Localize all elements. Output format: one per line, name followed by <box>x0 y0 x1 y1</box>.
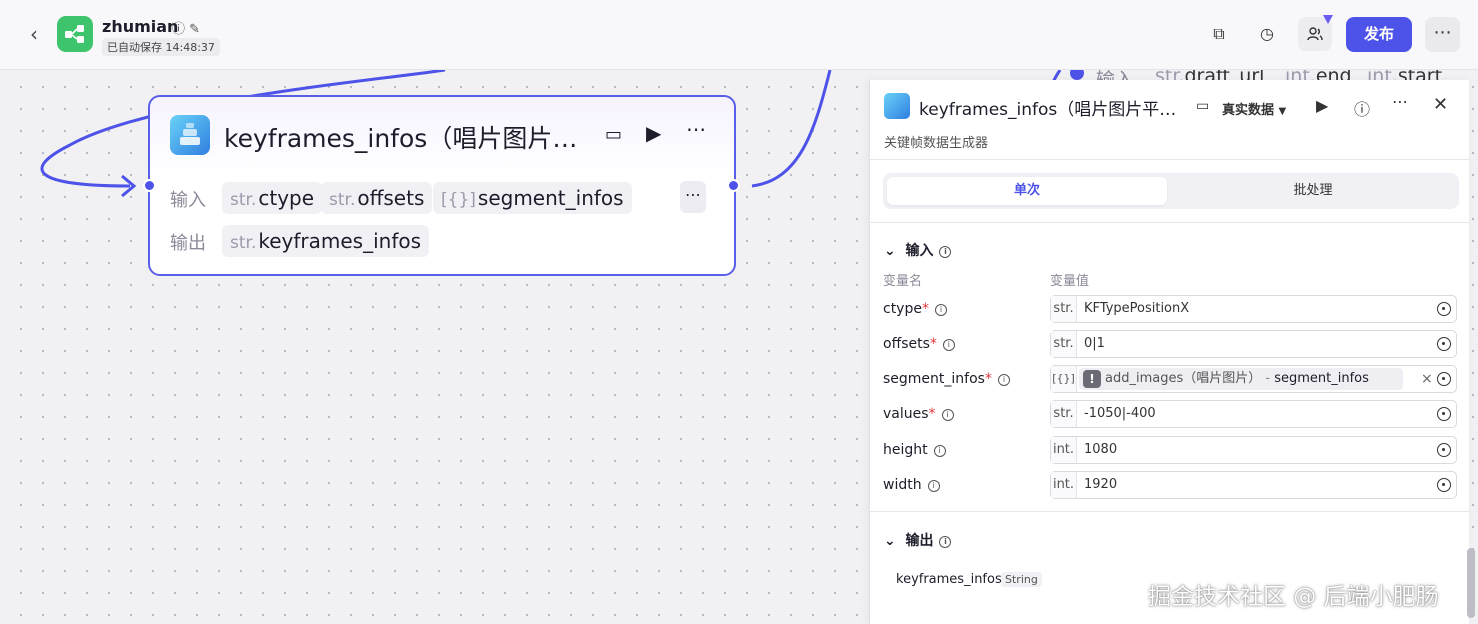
test-run-panel: keyframes_infos（唱片图片平移） ▭ 真实数据 ▼ ▶ ⓘ ⋯ ✕… <box>869 80 1470 624</box>
history-icon[interactable]: ◷ <box>1260 24 1274 43</box>
info-icon: i <box>997 374 1010 386</box>
more-icon[interactable]: ⋯ <box>1392 92 1408 111</box>
required-mark: * <box>921 301 929 317</box>
data-source-select[interactable]: 真实数据 ▼ <box>1222 103 1287 118</box>
required-mark: * <box>929 336 937 352</box>
values-input[interactable]: str.-1050|-400 <box>1050 400 1457 428</box>
required-mark: * <box>928 406 936 422</box>
node-input-port[interactable] <box>143 179 156 192</box>
node-input-label: 输入 <box>170 190 206 211</box>
ctype-input[interactable]: str.KFTypePositionX <box>1050 295 1457 323</box>
width-input[interactable]: int.1920 <box>1050 471 1457 499</box>
info-icon: i <box>933 445 946 457</box>
plugin-glyph <box>180 123 200 145</box>
param-label: values*i <box>883 406 954 422</box>
column-header-name: 变量名 <box>883 274 923 289</box>
output-name: keyframes_infos <box>896 572 1002 587</box>
node-title[interactable]: keyframes_infos（唱片图片平移） <box>224 124 594 153</box>
divider <box>870 222 1470 223</box>
store-icon[interactable]: ▭ <box>1196 98 1210 114</box>
input-chip: str.ctype <box>222 182 323 214</box>
workflow-icon <box>65 25 84 43</box>
panel-title: keyframes_infos（唱片图片平移） <box>919 100 1181 120</box>
reference-icon[interactable] <box>1437 337 1451 351</box>
app-logo <box>57 16 93 52</box>
output-type-badge: String <box>1001 572 1042 587</box>
top-bar: ‹ zhumian ⓘ ✎ 已自动保存 14:48:37 ⧉ ◷ 发布 ⋯ <box>0 0 1478 70</box>
param-label: ctype*i <box>883 301 947 317</box>
app-name: zhumian <box>102 17 179 36</box>
input-chip: [{}]segment_infos <box>433 182 632 214</box>
arrow-icon <box>121 174 137 198</box>
node-output-label: 输出 <box>170 233 206 254</box>
info-icon: i <box>942 339 955 351</box>
copy-icon[interactable]: ⧉ <box>1213 24 1225 43</box>
reference-tag[interactable]: !add_images（唱片图片） - segment_infos <box>1079 368 1403 390</box>
reference-icon[interactable] <box>1437 407 1451 421</box>
store-icon[interactable]: ▭ <box>605 124 623 145</box>
panel-subtitle: 关键帧数据生成器 <box>884 136 989 151</box>
help-icon[interactable]: ⓘ <box>1354 100 1371 119</box>
collaborators-button[interactable] <box>1298 15 1333 51</box>
reference-icon[interactable] <box>1437 302 1451 316</box>
watermark: 掘金技术社区 @ 后端小肥肠 <box>1148 584 1439 610</box>
back-arrow-icon[interactable]: ‹ <box>30 22 38 46</box>
info-icon: i <box>941 409 954 421</box>
plugin-icon <box>884 93 910 119</box>
column-header-value: 变量值 <box>1050 274 1090 289</box>
header-icons: ⓘ ✎ <box>172 18 200 37</box>
param-label: segment_infos*i <box>883 371 1010 387</box>
offsets-input[interactable]: str.0|1 <box>1050 330 1457 358</box>
param-label: offsets*i <box>883 336 955 352</box>
info-icon: i <box>939 536 952 548</box>
warning-icon: ! <box>1083 370 1101 388</box>
divider <box>870 511 1470 512</box>
caret-down-icon: ▼ <box>1278 106 1287 117</box>
chevron-down-icon: ⌄ <box>884 533 896 549</box>
input-chip: str.offsets <box>321 182 433 214</box>
close-icon[interactable]: ✕ <box>1433 94 1449 115</box>
reference-icon[interactable] <box>1437 478 1451 492</box>
node-output-port[interactable] <box>727 179 740 192</box>
info-icon: i <box>934 304 947 316</box>
run-icon[interactable]: ▶ <box>1316 96 1329 115</box>
output-chip: str.keyframes_infos <box>222 225 430 257</box>
workflow-node[interactable]: keyframes_infos（唱片图片平移） ▭ ▶ ⋯ 输入 str.cty… <box>148 95 736 276</box>
required-mark: * <box>984 371 992 387</box>
info-icon: i <box>939 246 952 258</box>
incoming-wire <box>40 68 446 188</box>
info-icon[interactable]: ⓘ <box>172 22 186 37</box>
mode-tabs: 单次 批处理 <box>883 173 1459 209</box>
more-icon[interactable]: ⋯ <box>1425 17 1460 52</box>
run-icon[interactable]: ▶ <box>646 121 662 145</box>
badge-icon <box>1323 15 1333 24</box>
publish-button[interactable]: 发布 <box>1346 17 1412 52</box>
info-icon: i <box>927 480 940 492</box>
more-icon[interactable]: ⋯ <box>686 117 706 141</box>
plugin-icon <box>170 115 210 155</box>
height-input[interactable]: int.1080 <box>1050 436 1457 464</box>
reference-icon[interactable] <box>1437 372 1451 386</box>
panel-scrollbar[interactable] <box>1467 548 1475 618</box>
autosave-status: 已自动保存 14:48:37 <box>102 38 220 56</box>
tab-batch[interactable]: 批处理 <box>1293 183 1333 198</box>
more-inputs-button[interactable]: ⋯ <box>680 181 706 213</box>
users-icon <box>1307 27 1323 41</box>
outgoing-wire <box>751 69 832 188</box>
chevron-down-icon: ⌄ <box>884 243 896 259</box>
clear-icon[interactable]: × <box>1421 371 1433 387</box>
divider <box>870 159 1470 160</box>
tab-single[interactable]: 单次 <box>887 177 1167 205</box>
edit-icon[interactable]: ✎ <box>189 22 201 37</box>
reference-icon[interactable] <box>1437 443 1451 457</box>
segment-infos-input[interactable]: [{}] !add_images（唱片图片） - segment_infos × <box>1050 365 1457 393</box>
